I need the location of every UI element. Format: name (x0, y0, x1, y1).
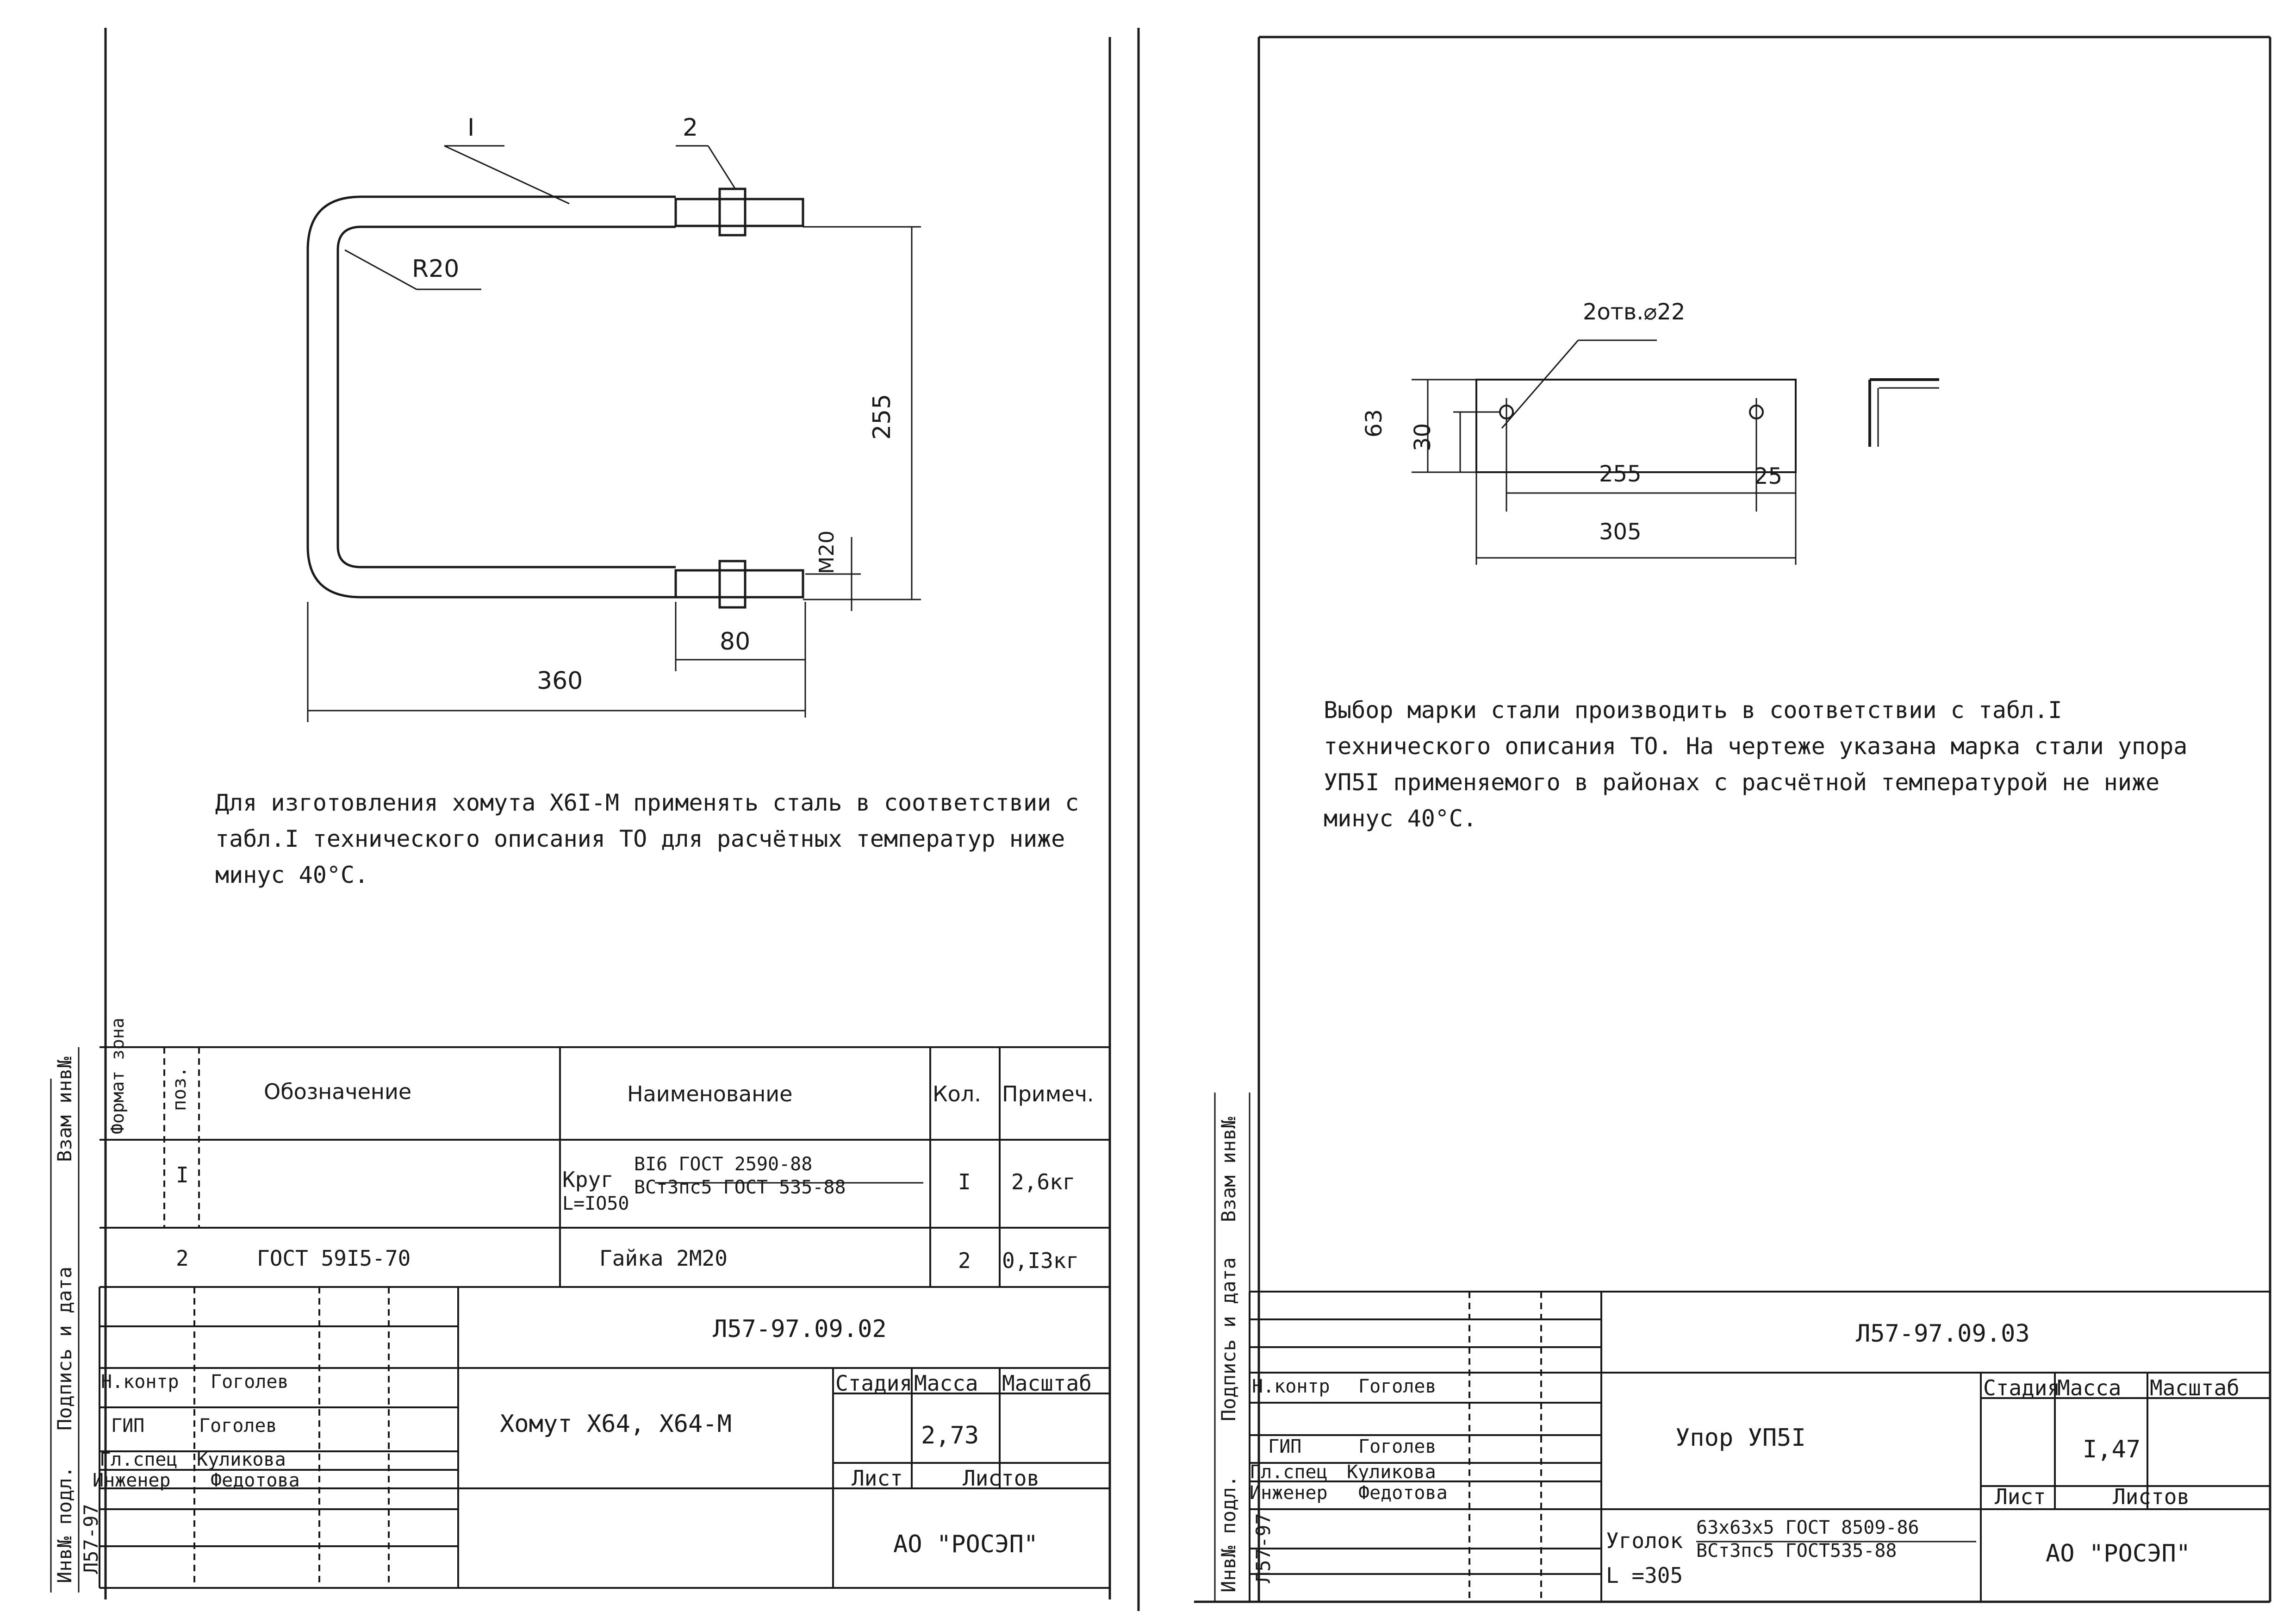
spec-row-2-pos: 2 (176, 1246, 189, 1271)
right-role-1: Н.контр (1252, 1376, 1330, 1397)
right-sheets-label: Листов (2113, 1484, 2190, 1509)
dim-30: 30 (1410, 423, 1436, 451)
left-note: Для изготовления хомута Х6I-М применять … (215, 789, 1079, 888)
right-margin-inv-value: Л57-97 (1252, 1513, 1275, 1583)
right-title-block-lines (1214, 1093, 2270, 1602)
spec-row-2-qty: 2 (958, 1248, 971, 1273)
left-name-2: Гоголев (199, 1415, 277, 1437)
right-mass-value: I,47 (2083, 1436, 2141, 1463)
spec-header-qty: Кол. (933, 1081, 981, 1106)
right-role-4: Инженер (1250, 1482, 1328, 1504)
dim-25: 25 (1754, 463, 1783, 489)
left-role-4: Инженер (93, 1470, 171, 1491)
spec-header-designation: Обозначение (264, 1079, 412, 1104)
right-title: Упор УП5I (1675, 1424, 1806, 1452)
dim-height-255: 255 (868, 394, 896, 440)
left-mass-value: 2,73 (921, 1422, 979, 1449)
right-mass-label: Масса (2057, 1375, 2122, 1400)
spec-row-1-name-line1: BI6 ГОСТ 2590-88 (634, 1154, 813, 1175)
left-name-4: Федотова (211, 1470, 300, 1491)
right-doc-number: Л57-97.09.03 (1856, 1320, 2030, 1348)
left-role-1: Н.контр (101, 1371, 179, 1393)
holes-callout: 2отв.⌀22 (1583, 299, 1686, 325)
left-scale-label: Масштаб (1002, 1371, 1092, 1396)
dim-thread-m20: M20 (815, 531, 839, 574)
right-material-length: L =305 (1606, 1563, 1683, 1588)
left-margin-inv-value: Л57-97 (80, 1504, 102, 1574)
left-sheets-label: Листов (963, 1466, 1040, 1491)
callout-pos-1: I (467, 114, 475, 142)
right-stage-label: Стадия (1983, 1375, 2060, 1400)
dim-63: 63 (1361, 409, 1387, 437)
left-org: АО "РОСЭП" (893, 1530, 1039, 1558)
angle-stop-drawing (1412, 339, 1939, 565)
callout-pos-2: 2 (683, 114, 698, 142)
right-margin-vzam: Взам инв№ (1217, 1117, 1240, 1222)
right-role-3: Гл.спец (1250, 1462, 1328, 1483)
right-margin-inv: Инв№ подл. (1217, 1475, 1240, 1593)
left-spec-table-lines (50, 1046, 1110, 1593)
left-stage-label: Стадия (835, 1371, 913, 1396)
spec-row-1-note: 2,6кг (1011, 1169, 1076, 1194)
right-material-line2: ВСт3пс5 ГОСТ535-88 (1696, 1540, 1897, 1562)
spec-row-1-name-line2: ВСт3пс5 ГОСТ 535-88 (634, 1177, 846, 1198)
dim-width-360: 360 (537, 667, 583, 695)
right-name-4: Федотова (1358, 1482, 1448, 1504)
spec-row-1-name-line3: L=IO50 (562, 1193, 629, 1214)
spec-header-format-zone: Формат зона (107, 1018, 128, 1134)
spec-header-pos: поз. (169, 1066, 190, 1111)
left-doc-number: Л57-97.09.02 (713, 1315, 887, 1343)
right-scale-label: Масштаб (2150, 1375, 2240, 1400)
left-mass-label: Масса (914, 1371, 978, 1396)
spec-header-note: Примеч. (1002, 1081, 1094, 1106)
right-name-3: Куликова (1347, 1462, 1436, 1483)
left-name-1: Гоголев (211, 1371, 289, 1393)
right-sheet-label: Лист (1995, 1484, 2046, 1509)
u-bolt-drawing (306, 145, 921, 722)
left-name-3: Куликова (197, 1449, 286, 1470)
radius-label: R20 (412, 255, 460, 283)
right-note: Выбор марки стали производить в соответс… (1324, 697, 2188, 832)
right-material-line1: 63х63х5 ГОСТ 8509-86 (1696, 1517, 1919, 1538)
left-title: Хомут Х64, Х64-М (500, 1410, 732, 1438)
spec-header-name: Наименование (627, 1081, 793, 1106)
left-role-2: ГИП (111, 1415, 145, 1437)
dim-thread-80: 80 (720, 628, 751, 656)
spec-row-2-name: Гайка 2М20 (599, 1246, 728, 1271)
spec-row-2-designation: ГОСТ 59I5-70 (257, 1246, 411, 1271)
right-name-1: Гоголев (1358, 1376, 1437, 1397)
dim-305: 305 (1599, 519, 1642, 545)
spec-row-2-note: 0,I3кг (1002, 1248, 1079, 1273)
right-name-2: Гоголев (1358, 1436, 1437, 1457)
left-margin-vzam: Взам инв№ (53, 1056, 76, 1162)
spec-row-1-pos: I (176, 1162, 189, 1187)
right-role-2: ГИП (1268, 1436, 1302, 1457)
spec-row-1-name-prefix: Круг (562, 1167, 614, 1192)
left-margin-podpis: Подпись и дата (53, 1266, 76, 1430)
left-role-3: Гл.спец (100, 1449, 178, 1470)
left-margin-inv: Инв№ подл. (53, 1466, 76, 1583)
dim-255: 255 (1599, 461, 1642, 487)
right-material-prefix: Уголок (1606, 1528, 1683, 1553)
left-sheet-label: Лист (852, 1466, 903, 1491)
right-org: АО "РОСЭП" (2046, 1540, 2191, 1568)
right-margin-podpis: Подпись и дата (1217, 1257, 1240, 1421)
spec-row-1-qty: I (958, 1169, 971, 1194)
